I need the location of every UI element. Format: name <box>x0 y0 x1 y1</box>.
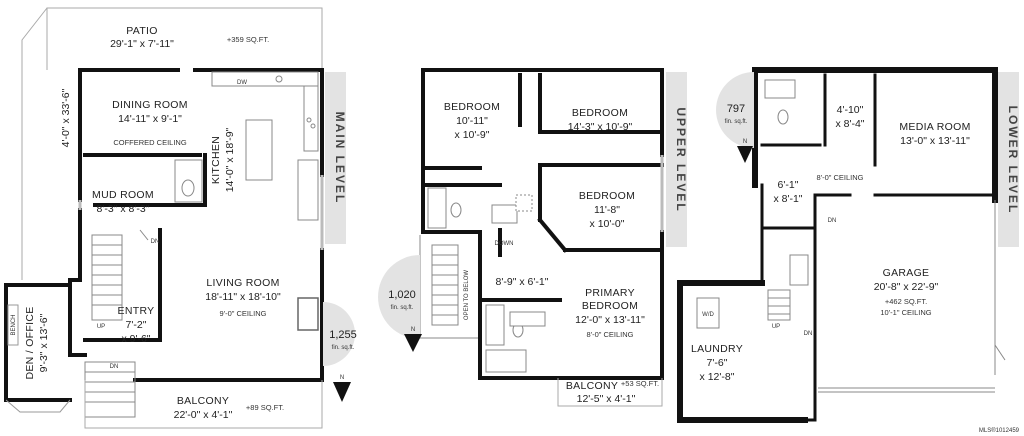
wd-label: W/D <box>702 312 714 318</box>
patio-size: 29'-1" x 7'-11" <box>110 38 174 50</box>
balcony-size: 22'-0" x 4'-1" <box>174 409 233 421</box>
bed1-size2: x 10'-9" <box>455 129 490 141</box>
garage-size: 20'-8" x 22'-9" <box>874 281 939 293</box>
primary-name1: PRIMARY <box>585 287 635 299</box>
upper-level-label: UPPER LEVEL <box>674 107 688 212</box>
dining-size: 14'-11" x 9'-1" <box>118 113 182 125</box>
mud-room-size: 8'-3" x 8'-3" <box>97 203 150 215</box>
lower-dn-label: DN <box>828 218 837 224</box>
lower-level-bar <box>998 72 1019 247</box>
living-note: 9'-0" CEILING <box>219 309 266 318</box>
garage-note: 10'-1" CEILING <box>880 308 931 317</box>
lower-dn2-label: DN <box>804 331 813 337</box>
lower-north: N <box>743 139 747 145</box>
laundry-name: LAUNDRY <box>691 343 743 355</box>
kitchen-name: KITCHEN <box>210 136 222 184</box>
entry-size2: x 9'-6" <box>121 333 150 345</box>
lower-area-unit: fin. sq.ft. <box>725 119 748 125</box>
bed1-size1: 10'-11" <box>456 115 488 127</box>
laundry-size2: x 12'-8" <box>700 371 735 383</box>
main-level-plan: PATIO 29'-1" x 7'-11" +359 SQ.FT. DW DIN… <box>4 7 357 429</box>
lower-area-badge <box>716 72 754 148</box>
dining-name: DINING ROOM <box>112 99 188 111</box>
upper-area-value: 1,020 <box>388 289 416 301</box>
side-walkway-dim: 4'-0" x 33'-6" <box>60 88 72 147</box>
patio-extra: +359 SQ.FT. <box>227 35 269 44</box>
main-area-unit: fin. sq.ft. <box>332 345 355 351</box>
garage-name: GARAGE <box>883 267 930 279</box>
living-name: LIVING ROOM <box>206 277 279 289</box>
upper-north-arrow-icon <box>404 334 422 352</box>
dw-label: DW <box>237 80 247 86</box>
bed3-name: BEDROOM <box>579 190 635 202</box>
main-north: N <box>340 375 344 381</box>
hall-size1: 6'-1" <box>778 179 799 191</box>
kitchen-size: 14'-0" x 18'-9" <box>224 127 236 192</box>
upper-north: N <box>411 327 415 333</box>
down-label: DOWN <box>495 241 514 247</box>
hall-size2: x 8'-1" <box>773 193 802 205</box>
laundry-size1: 7'-6" <box>707 357 728 369</box>
den-size: 9'-3" x 13'-6" <box>38 313 50 372</box>
den-name: DEN / OFFICE <box>24 306 36 379</box>
stair-dn-label: DN <box>151 239 160 245</box>
main-area-value: 1,255 <box>329 329 357 341</box>
lower-ceiling-note: 8'-0" CEILING <box>816 173 863 182</box>
bed2-size: 14'-3" x 10'-9" <box>568 121 633 133</box>
closet-size: 8'-9" x 6'-1" <box>496 276 549 288</box>
upper-level-plan: BEDROOM 10'-11" x 10'-9" BEDROOM 14'-3" … <box>378 68 688 407</box>
bench-label: BENCH <box>11 314 17 335</box>
main-level-label: MAIN LEVEL <box>333 112 347 205</box>
primary-size: 12'-0" x 13'-11" <box>575 314 645 326</box>
watermark: MLS®1012459 <box>979 427 1020 434</box>
bed1-name: BEDROOM <box>444 101 500 113</box>
lower-up-label: UP <box>772 324 780 330</box>
garage-extra: +462 SQ.FT. <box>885 297 927 306</box>
upper-level-bar <box>666 72 687 247</box>
patio-name: PATIO <box>126 25 157 37</box>
lower-level-label: LOWER LEVEL <box>1006 106 1020 215</box>
storage-size2: x 8'-4" <box>835 118 864 130</box>
main-level-bar <box>325 72 346 244</box>
main-area-badge <box>323 302 355 366</box>
upper-balcony-name: BALCONY <box>566 380 618 392</box>
bed2-name: BEDROOM <box>572 107 628 119</box>
mud-room-name: MUD ROOM <box>92 189 154 201</box>
storage-size1: 4'-10" <box>837 104 864 116</box>
open-below-label: OPEN TO BELOW <box>464 270 470 320</box>
balcony-name: BALCONY <box>177 395 229 407</box>
stair-dn2-label: DN <box>110 364 119 370</box>
north-arrow-icon <box>333 382 351 402</box>
primary-name2: BEDROOM <box>582 300 638 312</box>
lower-level-plan: 4'-10" x 8'-4" MEDIA ROOM 13'-0" x 13'-1… <box>677 67 1020 423</box>
lower-area-value: 797 <box>727 103 745 115</box>
entry-name: ENTRY <box>118 305 155 317</box>
upper-area-badge <box>378 255 420 339</box>
upper-balcony-size: 12'-5" x 4'-1" <box>577 393 636 405</box>
lower-north-arrow-icon <box>737 146 753 163</box>
media-name: MEDIA ROOM <box>899 121 970 133</box>
media-size: 13'-0" x 13'-11" <box>900 135 970 147</box>
upper-area-unit: fin. sq.ft. <box>391 305 414 311</box>
bed3-size2: x 10'-0" <box>590 218 625 230</box>
patio-outline <box>46 7 323 70</box>
primary-note: 8'-0" CEILING <box>586 330 633 339</box>
living-size: 18'-11" x 18'-10" <box>205 291 281 303</box>
bed3-size1: 11'-8" <box>594 204 620 216</box>
entry-size1: 7'-2" <box>126 319 147 331</box>
stair-up-label: UP <box>97 324 105 330</box>
upper-balcony-extra: +53 SQ.FT. <box>621 379 659 388</box>
balcony-extra: +89 SQ.FT. <box>246 403 284 412</box>
dining-note: COFFERED CEILING <box>113 138 187 147</box>
